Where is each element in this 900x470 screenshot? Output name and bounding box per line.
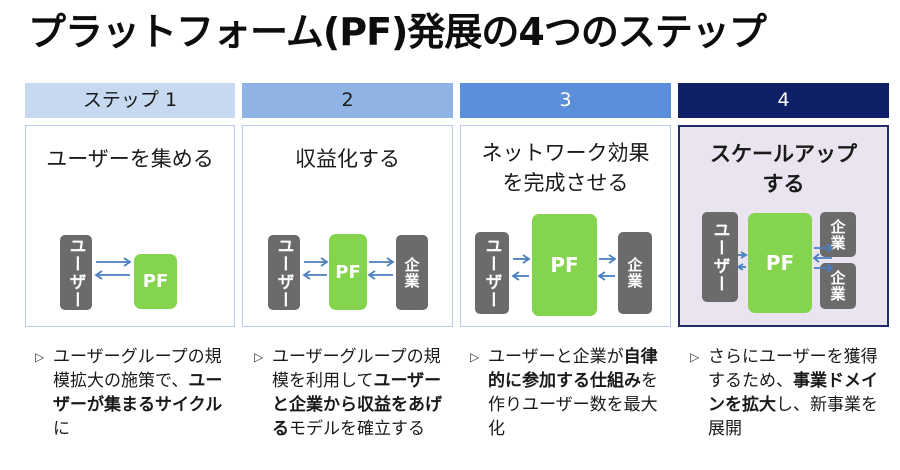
desc-bold: ユーザーと企業から収益をあげる — [272, 371, 442, 439]
step-3-description: ▷ ユーザーと企業が自律的に参加する仕組みを作りユーザー数を最大化 — [470, 345, 660, 441]
desc-bold: 自律的に参加する仕組み — [488, 347, 658, 391]
user-block: ユーザー — [475, 232, 509, 314]
step-4-box: スケールアップ する ユーザー PF 企業 企業 — [678, 125, 889, 327]
step-4-title: スケールアップ する — [680, 139, 887, 199]
desc-text: さらにユーザーを獲得するため、 — [708, 347, 878, 391]
desc-bold: 事業ドメインを拡大 — [708, 371, 878, 415]
pf-block-label: PF — [765, 251, 795, 275]
corp-block: 企業 — [396, 235, 428, 310]
triangle-bullet-icon: ▷ — [690, 350, 700, 364]
step-2-description: ▷ ユーザーグループの規模を利用してユーザーと企業から収益をあげるモデルを確立す… — [254, 345, 444, 441]
step-2-box: 収益化する ユーザー PF 企業 — [242, 125, 453, 327]
step-1-title-line: ユーザーを集める — [46, 147, 214, 171]
corp-block-label: 企業 — [828, 270, 847, 302]
step-1-description: ▷ ユーザーグループの規模拡大の施策で、ユーザーが集まるサイクルに — [35, 345, 225, 441]
user-block: ユーザー — [702, 212, 738, 302]
desc-text: を作りユーザー数を最大化 — [488, 371, 658, 439]
corp-block-2: 企業 — [820, 263, 856, 309]
step-3-title-line-2: を完成させる — [502, 171, 629, 195]
step-4-arrows — [736, 243, 834, 273]
step-3-arrows — [511, 254, 617, 281]
user-block-label: ユーザー — [709, 221, 730, 293]
corp-block-label: 企業 — [625, 257, 644, 289]
arrow-left-head — [94, 270, 103, 280]
triangle-bullet-icon: ▷ — [254, 350, 264, 364]
desc-text: し、新事業を展開 — [708, 395, 878, 439]
step-2-title: 収益化する — [243, 144, 452, 174]
step-1-box: ユーザーを集める ユーザー PF — [25, 125, 235, 327]
desc-text: に — [53, 419, 70, 439]
step-2-header: 2 — [242, 83, 453, 118]
triangle-bullet-icon: ▷ — [470, 350, 480, 364]
corp-block-1: 企業 — [820, 212, 856, 257]
corp-block: 企業 — [618, 232, 652, 314]
step-2-title-line: 収益化する — [295, 147, 400, 171]
user-block-label: ユーザー — [481, 237, 502, 309]
triangle-bullet-icon: ▷ — [35, 350, 45, 364]
user-block: ユーザー — [268, 235, 300, 310]
step-4-title-line-2: する — [762, 172, 805, 196]
user-block-label: ユーザー — [273, 236, 294, 309]
desc-text: モデルを確立する — [289, 419, 425, 439]
step-4-description: ▷ さらにユーザーを獲得するため、事業ドメインを拡大し、新事業を展開 — [690, 345, 880, 441]
desc-bold: ユーザーが集まるサイクル — [53, 371, 223, 415]
pf-block-label: PF — [142, 271, 169, 292]
pf-block: PF — [532, 214, 597, 316]
desc-text: ユーザーグループの規模拡大の施策で、 — [53, 347, 222, 391]
step-4-header: 4 — [678, 83, 889, 118]
desc-text: ユーザーグループの規模を利用して — [272, 347, 441, 391]
page-title: プラットフォーム(PF)発展の4つのステップ — [28, 10, 767, 54]
user-block: ユーザー — [60, 235, 92, 310]
step-1-header: ステップ 1 — [25, 83, 235, 118]
desc-text: ユーザーと企業が — [488, 347, 624, 367]
step-1-title: ユーザーを集める — [26, 144, 234, 174]
pf-block: PF — [329, 234, 367, 310]
step-1-arrows — [94, 257, 132, 280]
corp-block-label: 企業 — [402, 256, 421, 289]
pf-block-label: PF — [550, 253, 579, 277]
step-2-arrows — [302, 257, 395, 280]
user-block-label: ユーザー — [65, 236, 86, 309]
pf-block-label: PF — [335, 261, 361, 283]
arrow-right-head — [123, 257, 132, 267]
step-3-box: ネットワーク効果 を完成させる ユーザー PF 企業 — [460, 125, 671, 327]
corp-block-label: 企業 — [828, 218, 847, 251]
step-3-header: 3 — [460, 83, 671, 118]
step-3-title: ネットワーク効果 を完成させる — [461, 138, 670, 198]
step-4-title-line-1: スケールアップ — [710, 142, 857, 166]
step-3-title-line-1: ネットワーク効果 — [481, 141, 650, 165]
pf-block: PF — [134, 254, 177, 309]
pf-block: PF — [748, 213, 812, 313]
